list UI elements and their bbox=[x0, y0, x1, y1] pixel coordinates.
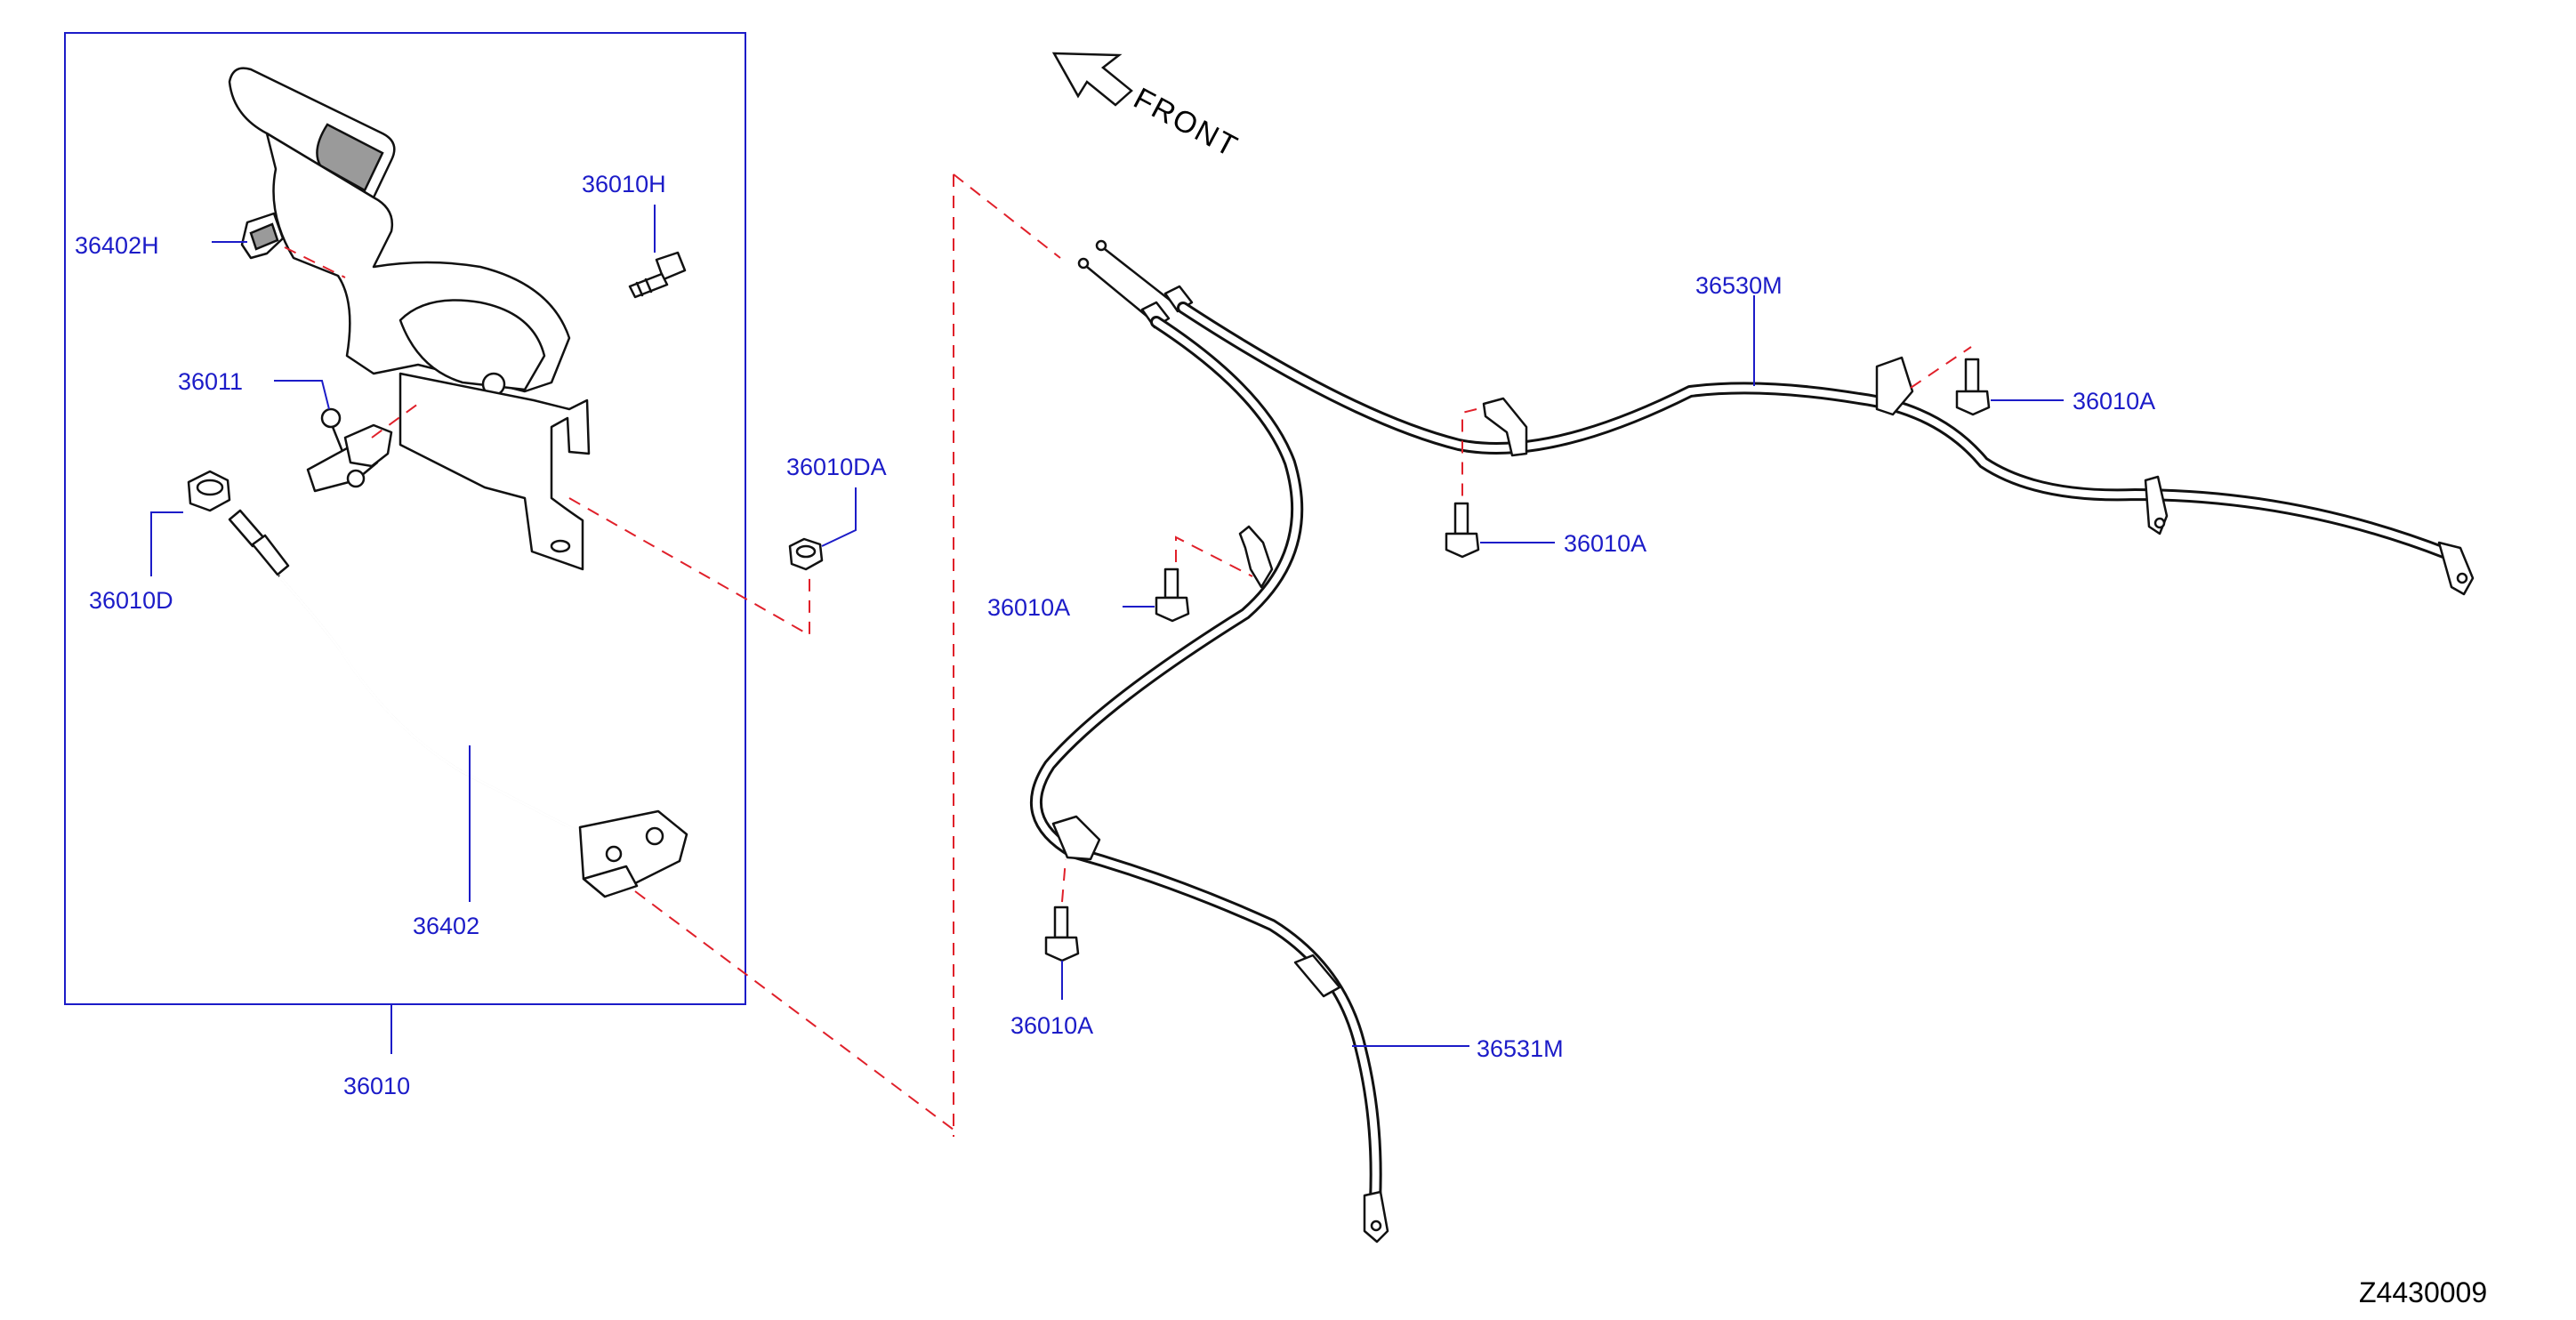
callout-bolt-a-bottom: 36010A bbox=[1010, 1012, 1093, 1039]
callout-bolt-a-right: 36010A bbox=[2073, 388, 2155, 415]
lever-assembly-frame bbox=[64, 32, 746, 1005]
adjuster-phantom bbox=[371, 403, 419, 439]
adjuster-leader bbox=[274, 380, 330, 410]
callout-bolt-h: 36010H bbox=[582, 171, 666, 197]
nut-da-leader bbox=[821, 487, 857, 547]
rear-cable-rh bbox=[1095, 239, 2475, 596]
front-arrow-icon bbox=[1051, 52, 1133, 107]
callout-front-cable: 36402 bbox=[413, 913, 479, 939]
adjuster-icon bbox=[306, 407, 393, 493]
nut-da-icon bbox=[788, 537, 824, 571]
bolt-h-icon bbox=[628, 251, 687, 299]
bolt-a-left-icon bbox=[1155, 567, 1190, 623]
rear-cable-lh bbox=[1030, 257, 1389, 1244]
cable-end-phantom bbox=[953, 173, 1061, 259]
bolt-a-mid-icon bbox=[1445, 502, 1480, 559]
front-label: FRONT bbox=[1128, 82, 1244, 165]
bracket-phantom bbox=[568, 497, 810, 637]
bolt-a-right-phantom bbox=[1910, 346, 1972, 389]
callout-nut-d: 36010D bbox=[89, 587, 173, 614]
callout-lever-assembly: 36010 bbox=[343, 1073, 410, 1099]
callout-nut-da: 36010DA bbox=[786, 454, 887, 480]
lever-cover-phantom bbox=[284, 246, 346, 278]
bolt-a-bottom-phantom bbox=[1061, 858, 1067, 903]
callout-bolt-a-left: 36010A bbox=[987, 594, 1070, 621]
callout-lever-cover: 36402H bbox=[75, 232, 159, 259]
drawing-code: Z4430009 bbox=[2359, 1276, 2487, 1308]
front-cable-phantom bbox=[634, 890, 954, 1131]
bolt-a-left-phantom bbox=[1175, 535, 1253, 577]
nut-d-icon bbox=[187, 470, 231, 512]
bolt-a-mid-phantom bbox=[1461, 408, 1477, 498]
front-cable bbox=[228, 509, 688, 898]
parking-brake-lever bbox=[228, 67, 591, 571]
lever-cover-clip bbox=[240, 212, 285, 260]
nut-d-leader bbox=[150, 511, 183, 576]
callout-rear-cable-rh: 36530M bbox=[1695, 272, 1783, 299]
callout-bolt-a-mid: 36010A bbox=[1564, 530, 1646, 557]
bolt-a-bottom-icon bbox=[1044, 905, 1080, 962]
callout-adjuster: 36011 bbox=[178, 368, 243, 395]
bolt-a-right-icon bbox=[1955, 358, 1991, 416]
callout-rear-cable-lh: 36531M bbox=[1477, 1035, 1564, 1062]
